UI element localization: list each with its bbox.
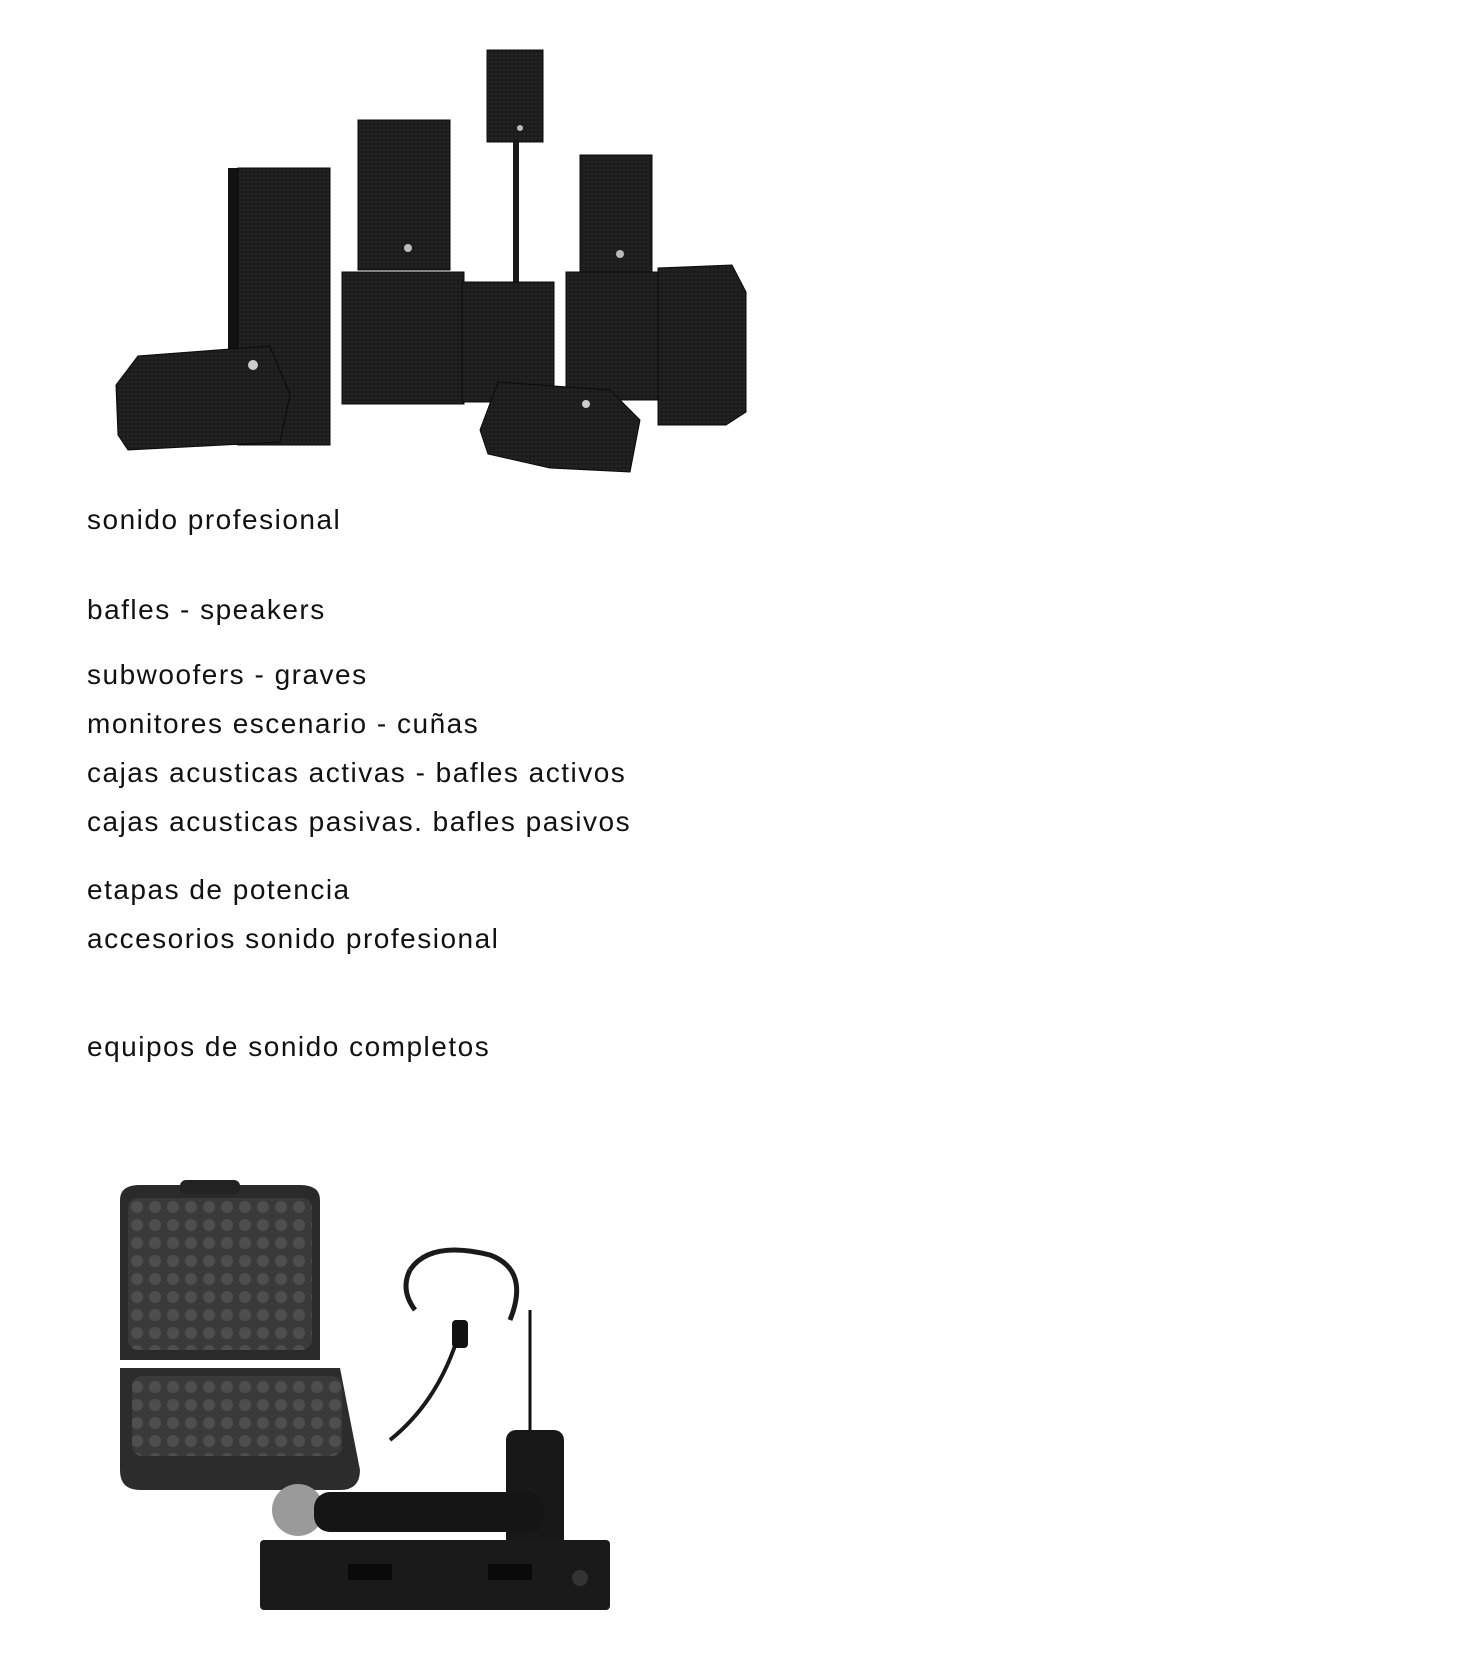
nav-link-subwoofers[interactable]: subwoofers - graves <box>87 659 368 690</box>
nav-link-monitores[interactable]: monitores escenario - cuñas <box>87 708 480 739</box>
nav-link-cajas-pasivas[interactable]: cajas acusticas pasivas. bafles pasivos <box>87 806 632 837</box>
speakers-product-image[interactable] <box>110 40 770 500</box>
section-title-sonido-profesional[interactable]: sonido profesional <box>87 504 342 535</box>
nav-link-etapas-potencia[interactable]: etapas de potencia <box>87 874 351 905</box>
nav-link-equipos-completos[interactable]: equipos de sonido completos <box>87 1031 491 1062</box>
nav-link-accesorios[interactable]: accesorios sonido profesional <box>87 923 500 954</box>
microphone-product-image[interactable] <box>110 1180 670 1640</box>
nav-link-cajas-activas[interactable]: cajas acusticas activas - bafles activos <box>87 757 627 788</box>
nav-link-bafles[interactable]: bafles - speakers <box>87 594 326 625</box>
